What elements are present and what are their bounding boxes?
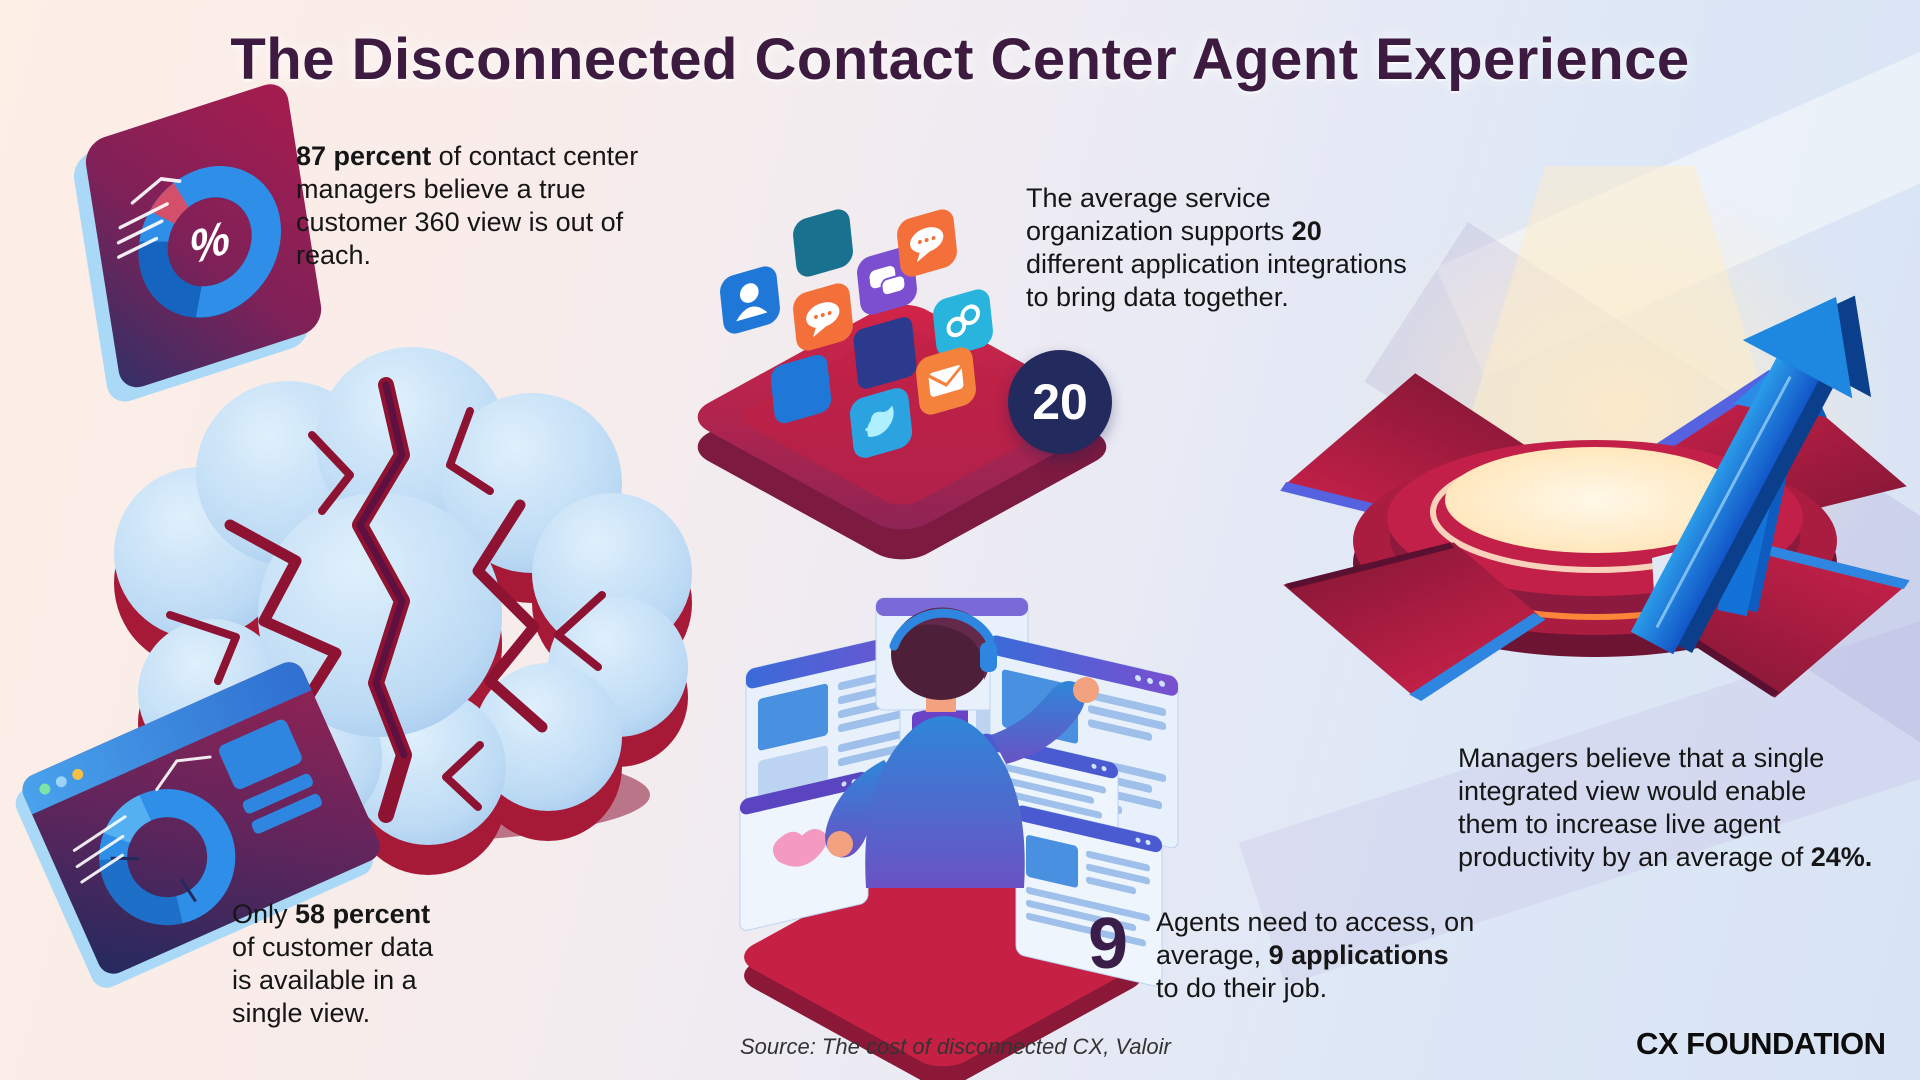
source-citation: Source: The cost of disconnected CX, Val… xyxy=(740,1034,1171,1059)
panel-text-lines xyxy=(116,177,182,259)
heart-icon xyxy=(772,829,828,867)
integrations-count-badge: 20 xyxy=(1008,350,1112,454)
browser-header xyxy=(22,662,312,815)
growth-arrow xyxy=(1630,295,1872,655)
percent-donut-chart: % xyxy=(138,166,281,318)
brain-cracks xyxy=(166,377,606,823)
stat-9-text-post: to do their job. xyxy=(1156,972,1328,1003)
browser-text-lines xyxy=(72,755,212,884)
stat-58-bold: 58 percent xyxy=(295,899,431,929)
agent-left-hand xyxy=(827,831,853,857)
stat-single-view: Only 58 percent of customer data is avai… xyxy=(232,898,532,1030)
app-icons xyxy=(720,209,993,458)
browser-donut-chart xyxy=(99,789,236,926)
floating-windows-right xyxy=(979,635,1179,987)
stat-20-text-post: different application integrations to br… xyxy=(1026,248,1407,312)
percent-dashboard-illustration: % xyxy=(73,84,322,402)
mail-icon xyxy=(916,347,976,415)
stat-agent-apps: Agents need to access, on average, 9 app… xyxy=(1156,906,1496,1005)
app-icon xyxy=(853,317,917,389)
agent-workstation-illustration xyxy=(739,597,1179,1080)
headset-earcup-icon xyxy=(980,642,997,672)
app-icon xyxy=(770,354,832,424)
analytics-browser-illustration xyxy=(15,662,380,988)
integrations-count: 20 xyxy=(1032,374,1088,430)
apps-count-number: 9 xyxy=(1088,904,1129,984)
browser-content-blocks xyxy=(219,719,322,834)
stat-20-text-pre: The average service organization support… xyxy=(1026,183,1285,246)
headset-band-icon xyxy=(889,608,995,651)
agent-torso xyxy=(865,716,1025,888)
panel-face xyxy=(85,84,322,388)
agent-person xyxy=(825,607,1099,888)
stat-managers-360: 87 percent of contact center managers be… xyxy=(296,140,736,272)
cracked-brain-illustration xyxy=(110,347,692,875)
browser-traffic-dots xyxy=(39,768,84,795)
link-icon xyxy=(933,289,993,357)
stat-integrations: The average service organization support… xyxy=(1026,182,1456,314)
cx-foundation-logo: CX FOUNDATION xyxy=(1636,1026,1886,1061)
app-integration-platform-illustration xyxy=(697,209,1107,560)
page-title: The Disconnected Contact Center Agent Ex… xyxy=(230,27,1690,92)
twitter-icon xyxy=(849,388,913,458)
stat-24-bold: 24%. xyxy=(1810,841,1873,872)
chat-icon xyxy=(793,283,853,351)
stat-58-text-post: of customer data is available in a singl… xyxy=(232,931,434,1028)
growth-arrow-platform-illustration xyxy=(1280,166,1910,702)
stat-87-bold: 87 percent xyxy=(296,141,432,171)
agent-right-hand xyxy=(1073,677,1099,703)
stat-productivity: Managers believe that a single integrate… xyxy=(1458,742,1920,874)
stat-24-text-pre: Managers believe that a single integrate… xyxy=(1458,743,1825,872)
light-beam xyxy=(1455,166,1785,468)
stat-87-text: of contact center managers believe a tru… xyxy=(296,141,639,270)
stat-9-text-pre: Agents need to access, on average, xyxy=(1156,907,1475,970)
app-icon xyxy=(793,209,853,277)
stat-20-bold: 20 xyxy=(1291,215,1322,246)
user-icon xyxy=(720,266,780,334)
stat-9-bold: 9 applications xyxy=(1268,939,1449,970)
percent-symbol: % xyxy=(186,210,233,274)
chat-icon xyxy=(897,209,957,277)
stat-58-text-pre: Only xyxy=(232,899,296,929)
